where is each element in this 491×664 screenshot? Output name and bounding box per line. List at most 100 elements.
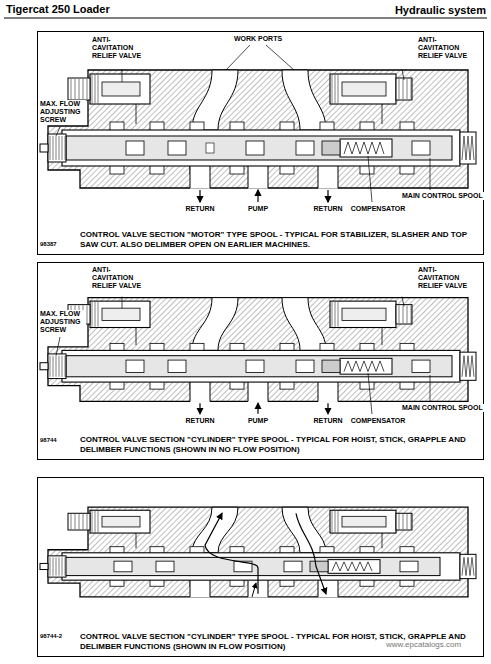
work-port-channel [282,507,326,553]
grip-line [79,514,80,529]
thread-line [56,557,57,575]
flow-arrow [296,513,326,594]
centering-spring [462,557,474,575]
relief-valve-body [330,301,396,327]
thread-line [59,136,60,160]
part-label: MAX. FLOW ADJUSTING SCREW [40,310,86,333]
port-wall [190,382,191,401]
relief-poppet [342,516,386,527]
grip-line [83,514,84,529]
port-wall [338,166,339,188]
part-label: MAX. FLOW ADJUSTING SCREW [40,100,86,123]
relief-valve-body [90,301,150,327]
return-arrow [327,190,328,202]
port-wall [338,580,339,597]
grip-line [75,79,76,99]
thread-line [92,302,93,327]
spool-bore [62,130,460,166]
relief-poppet [342,82,386,96]
port-wall [268,580,269,597]
compensator-spring [344,361,384,372]
spool-bore [62,350,460,382]
grip-line [399,79,400,99]
port-wall [210,382,211,401]
grip-line [79,79,80,99]
thread-line [332,302,333,327]
relief-poppet [342,308,386,320]
leader-line [122,69,123,82]
relief-passage [382,328,383,346]
figure-caption: CONTROL VALVE SECTION "MOTOR" TYPE SPOOL… [80,230,478,250]
thread-line [56,136,57,160]
pump-arrow [257,190,258,202]
part-label: ANTI-CAVITATION RELIEF VALVE [92,36,146,59]
grip-line [411,514,412,529]
section-title: Hydraulic system [356,4,486,17]
port-wall [190,166,191,188]
compensator [328,560,380,574]
port-label: RETURN [308,417,348,425]
relief-valve-body [330,510,396,533]
spool-neck [126,141,144,155]
port-channel [318,580,338,597]
end-cap [48,354,66,379]
port-label: PUMP [241,205,275,213]
return-arrow [327,403,328,414]
pump-arrow [257,403,258,414]
thread-line [56,356,57,377]
grip-line [83,79,84,99]
end-cap [48,134,66,162]
work-port-channel [192,70,238,130]
valve-body [48,298,468,402]
thread-line [98,302,99,327]
spool-neck [412,141,430,155]
leader-line [368,373,372,414]
port-wall [318,382,319,401]
port-channel [318,382,338,402]
compensator [340,139,392,157]
spool-neck [126,360,144,372]
header-rule [4,17,487,18]
leader-line [368,156,372,202]
thread-line [338,511,339,532]
thread-line [95,75,96,103]
thread-line [95,511,96,532]
valve-body [48,70,468,188]
spool-neck [156,561,174,572]
port-wall [210,166,211,188]
port-label: RETURN [180,417,220,425]
grip-line [403,79,404,99]
compensator-piston [322,360,340,372]
centering-spring [462,356,474,377]
spool-neck [284,561,302,572]
leader-line [226,45,250,70]
watermark: www.epcatalogs.com [386,641,482,649]
thread-line [50,557,51,575]
spool-neck [400,561,418,572]
thread-line [92,75,93,103]
port-channel [190,580,210,597]
grip-line [71,514,72,529]
centering-spring [462,136,474,160]
port-channel [190,166,210,189]
port-channel [318,166,338,189]
part-label: WORK PORTS [226,35,290,43]
thread-line [98,75,99,103]
thread-line [332,75,333,103]
grip-line [75,514,76,529]
grip-line [87,79,88,99]
figure-number: 98387 [40,241,74,249]
part-label: COMPENSATOR [347,417,409,425]
thread-line [65,356,66,377]
port-wall [248,166,249,188]
spool-neck [246,141,264,155]
return-arrow [199,190,200,202]
compensator-spring [332,562,372,571]
thread-line [92,511,93,532]
valve-section [40,45,476,202]
compensator-piston [322,141,340,155]
leader-line [402,69,404,80]
thread-line [59,557,60,575]
port-wall [210,580,211,597]
thread-line [65,557,66,575]
